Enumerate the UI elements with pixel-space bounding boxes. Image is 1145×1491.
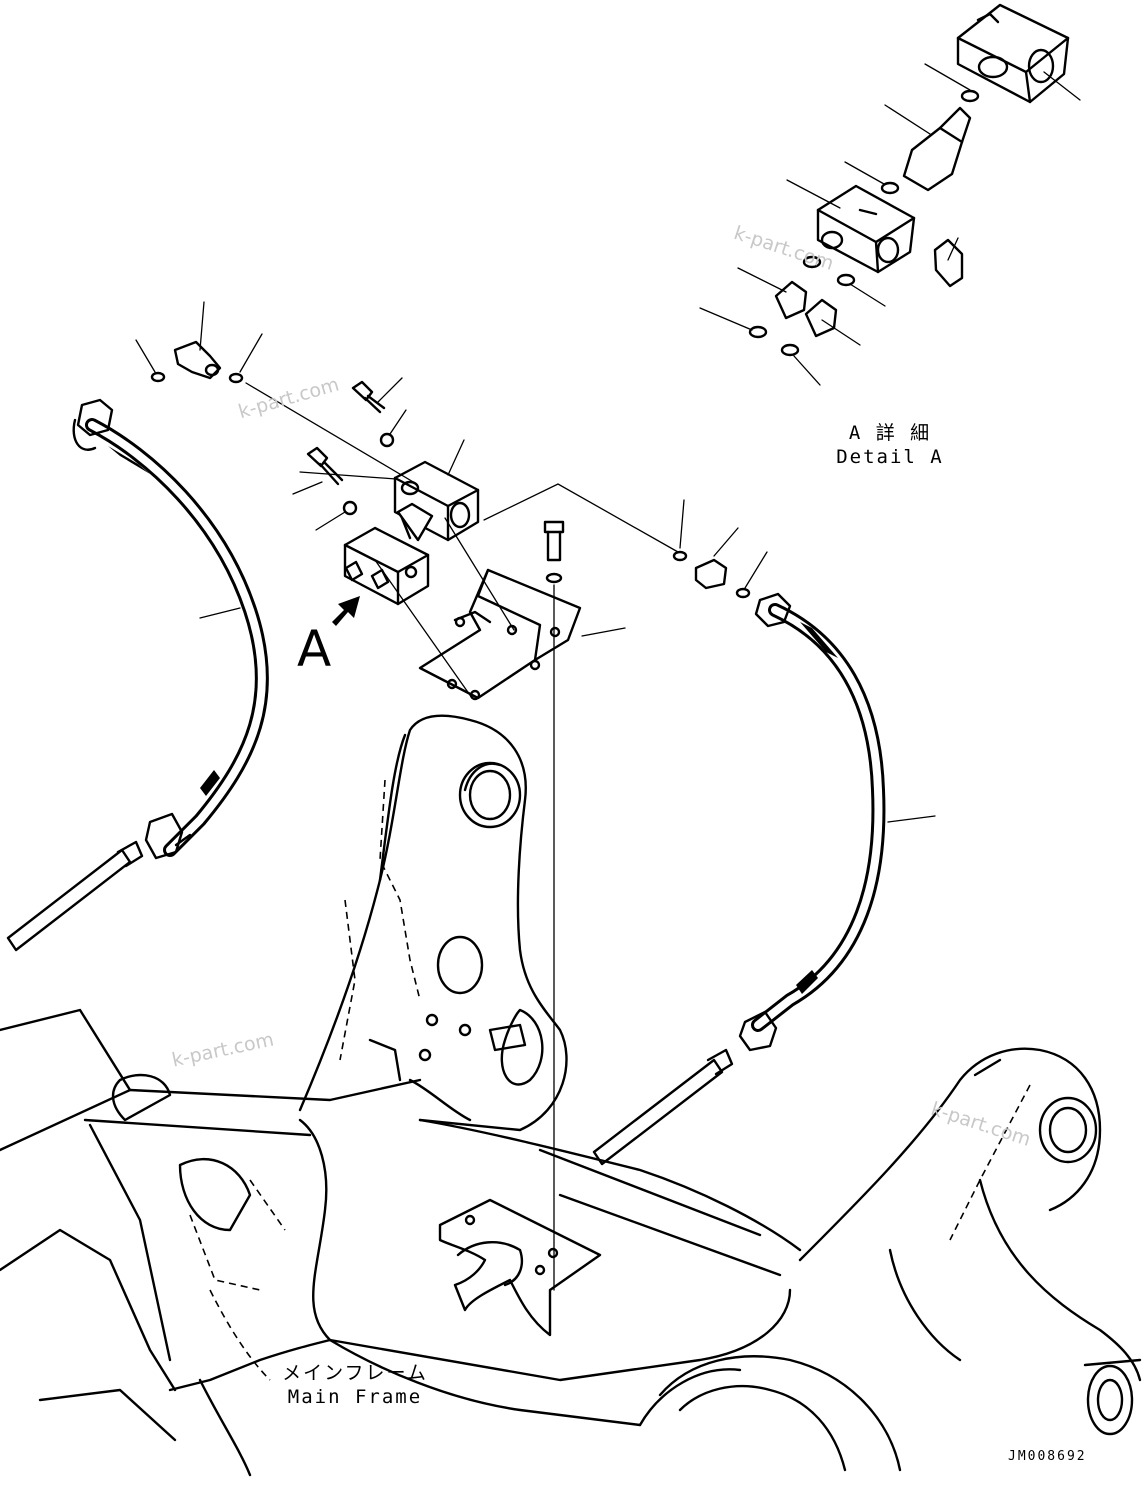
left-hose-drawing: [72, 398, 269, 860]
detail-a-drawing: [699, 3, 1081, 386]
drawing-code: JM008692: [1008, 1449, 1087, 1464]
valve-assembly-drawing: [306, 380, 480, 606]
frame-label-en: Main Frame: [287, 1386, 423, 1408]
main-frame-drawing: [0, 714, 1142, 1477]
right-pipe-drawing: [592, 1048, 734, 1166]
detail-title-en: Detail A: [836, 446, 944, 468]
detail-a-heading: A 詳 細 Detail A: [820, 424, 960, 467]
leader-lines: [135, 301, 768, 589]
main-frame-heading: メインフレーム Main Frame: [270, 1364, 440, 1407]
assembly-lines: [245, 382, 679, 699]
detail-title-ja: A 詳 細: [848, 422, 932, 444]
view-a-label: A: [297, 620, 332, 678]
left-pipe-drawing: [6, 840, 144, 952]
bracket-drawing: [418, 520, 626, 1291]
view-arrow-icon: [332, 596, 360, 626]
frame-label-ja: メインフレーム: [282, 1362, 428, 1384]
right-hose-drawing: [738, 592, 936, 1052]
fittings-drawing: [150, 340, 751, 599]
